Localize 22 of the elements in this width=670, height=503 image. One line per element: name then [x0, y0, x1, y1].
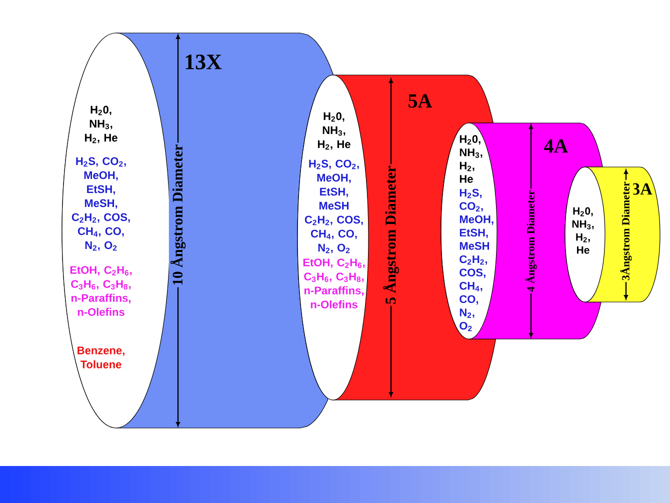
dimension-label: 10 Ångstrom Diameter	[168, 142, 188, 288]
cylinder-face	[440, 122, 498, 340]
molecule-list: H$_{2}$0, NH$_{3}$, H$_{2}$, He	[318, 112, 350, 150]
cylinder-face	[564, 166, 606, 302]
molecule-list: H$_{2}$0, NH$_{3}$, H$_{2}$, He	[460, 135, 482, 183]
cylinder-title: 13X	[186, 54, 222, 70]
cylinder-title: 4A	[544, 139, 568, 153]
dimension-label: 4 Ångstrom Diameter	[524, 188, 538, 294]
molecule-list: H$_{2}$S, CO$_{2}$, MeOH, EtSH, MeSH, C$_{2}$H$_{2}$, COS, CH$_{4}$, CO, N$_{2}$, O$_{2}$	[72, 157, 130, 251]
molecule-list: Benzene, Toluene	[78, 346, 124, 368]
cylinder-face	[297, 74, 369, 400]
molecule-list: H$_{2}$0, NH$_{3}$, H$_{2}$, He	[572, 207, 594, 254]
dimension-label: 5 Ångstrom Diameter	[382, 164, 400, 306]
cylinder-face	[62, 32, 170, 428]
molecule-list: H$_{2}$S, CO$_{2}$, MeOH, EtSH, MeSH C$_{2}$H$_{2}$, COS, CH$_{4}$, CO, N$_{2}$, O$_{2}$	[304, 160, 363, 254]
cylinder-title: 3A	[632, 183, 652, 195]
dimension-label: 3Ångstrom Diameter	[618, 180, 634, 282]
cylinder-title: 5A	[408, 94, 432, 108]
molecule-list: EtOH, C$_{2}$H$_{6}$, C$_{3}$H$_{6}$, C$_{3}$H$_{8}$, n-Paraffins, n-Olefins	[303, 258, 365, 308]
molecule-list: EtOH, C$_{2}$H$_{6}$, C$_{3}$H$_{6}$, C$_{3}$H$_{8}$, n-Paraffins, n-Olefins	[70, 266, 132, 316]
molecule-list: H$_{2}$0, NH$_{3}$, H$_{2}$, He	[85, 106, 118, 144]
molecule-list: H$_{2}$S, CO$_{2}$, MeOH, EtSH, MeSH C$_{2}$H$_{2}$, COS, CH$_{4}$, CO, N$_{2}$, O$_{2}$	[460, 188, 494, 332]
